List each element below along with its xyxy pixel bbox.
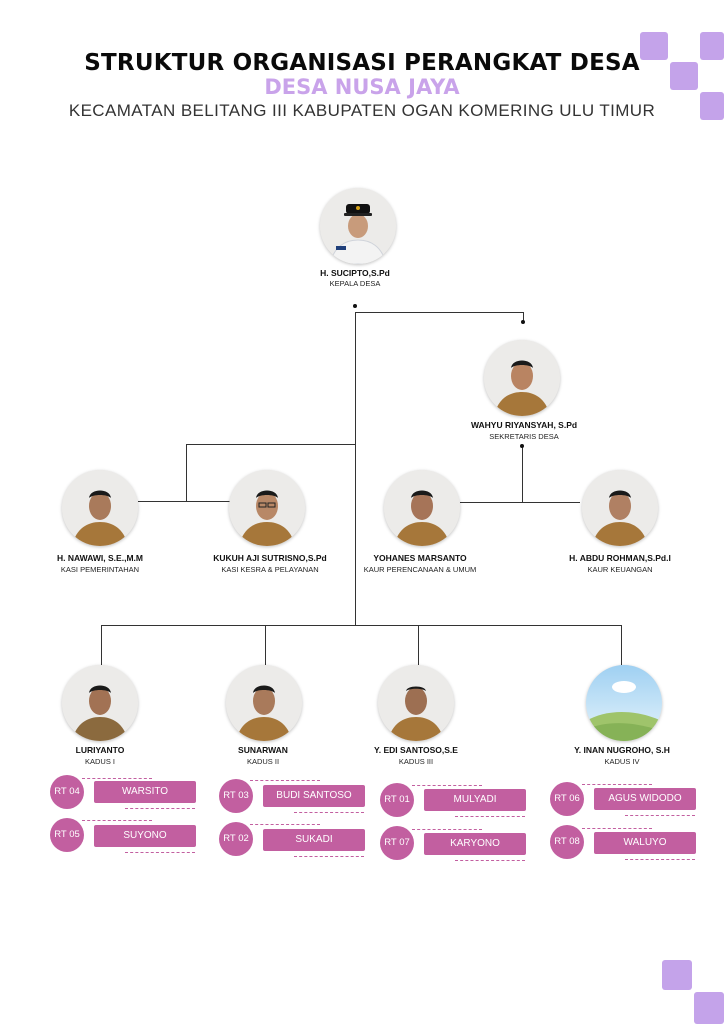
person-name: WAHYU RIYANSYAH, S.Pd: [470, 420, 578, 430]
person-role: KAUR KEUANGAN: [587, 565, 653, 574]
person-role: KASI KESRA & PELAYANAN: [221, 565, 319, 574]
divider: [625, 859, 695, 860]
divider: [125, 808, 195, 809]
portrait-kadus-1: [62, 665, 138, 741]
page-title: STRUKTUR ORGANISASI PERANGKAT DESA: [84, 50, 640, 76]
rt-leader-name: AGUS WIDODO: [594, 788, 696, 810]
person-name: KUKUH AJI SUTRISNO,S.Pd: [213, 553, 327, 563]
landscape-placeholder-icon: [586, 665, 662, 741]
divider: [412, 785, 482, 786]
divider: [82, 778, 152, 779]
divider: [582, 828, 652, 829]
person-role: KASI PEMERINTAHAN: [60, 565, 140, 574]
portrait-kaur-keuangan: [582, 470, 658, 546]
person-avatar-icon: [320, 188, 396, 264]
rt-badge: RT 03: [219, 779, 253, 813]
person-avatar-icon: [378, 665, 454, 741]
person-role: KADUS I: [84, 757, 115, 766]
divider: [82, 820, 152, 821]
divider: [582, 784, 652, 785]
rt-leader-name: WALUYO: [594, 832, 696, 854]
divider: [125, 852, 195, 853]
person-name: SUNARWAN: [238, 745, 288, 755]
divider: [455, 816, 525, 817]
divider: [455, 860, 525, 861]
portrait-kaur-perencanaan: [384, 470, 460, 546]
person-name: YOHANES MARSANTO: [373, 553, 467, 563]
divider: [294, 812, 364, 813]
person-role: KADUS III: [398, 757, 434, 766]
portrait-kadus-2: [226, 665, 302, 741]
rt-leader-name: SUYONO: [94, 825, 196, 847]
portrait-kadus-3: [378, 665, 454, 741]
divider: [250, 824, 320, 825]
portrait-kepala-desa: [320, 188, 396, 264]
person-avatar-icon: [582, 470, 658, 546]
rt-leader-name: KARYONO: [424, 833, 526, 855]
page-subtitle: DESA NUSA JAYA: [264, 75, 460, 99]
rt-badge: RT 04: [50, 775, 84, 809]
person-name: Y. INAN NUGROHO, S.H: [574, 745, 670, 755]
portrait-kasi-kesra: [229, 470, 305, 546]
person-role: KAUR PERENCANAAN & UMUM: [363, 565, 477, 574]
rt-badge: RT 08: [550, 825, 584, 859]
rt-badge: RT 07: [380, 826, 414, 860]
person-avatar-icon: [384, 470, 460, 546]
divider: [625, 815, 695, 816]
rt-badge: RT 02: [219, 822, 253, 856]
portrait-kadus-4: [586, 665, 662, 741]
rt-badge: RT 01: [380, 783, 414, 817]
divider: [250, 780, 320, 781]
divider: [294, 856, 364, 857]
rt-leader-name: BUDI SANTOSO: [263, 785, 365, 807]
rt-leader-name: WARSITO: [94, 781, 196, 803]
rt-badge: RT 05: [50, 818, 84, 852]
person-name: H. NAWAWI, S.E.,M.M: [57, 553, 143, 563]
rt-badge: RT 06: [550, 782, 584, 816]
person-role: KEPALA DESA: [329, 279, 381, 288]
person-avatar-icon: [229, 470, 305, 546]
person-avatar-icon: [226, 665, 302, 741]
person-role: SEKRETARIS DESA: [489, 432, 559, 441]
person-avatar-icon: [484, 340, 560, 416]
person-avatar-icon: [62, 470, 138, 546]
person-avatar-icon: [62, 665, 138, 741]
person-name: Y. EDI SANTOSO,S.E: [374, 745, 458, 755]
rt-leader-name: SUKADI: [263, 829, 365, 851]
person-role: KADUS II: [246, 757, 280, 766]
person-name: LURIYANTO: [75, 745, 125, 755]
portrait-kasi-pemerintahan: [62, 470, 138, 546]
person-role: KADUS IV: [604, 757, 640, 766]
person-name: H. SUCIPTO,S.Pd: [320, 268, 390, 278]
rt-leader-name: MULYADI: [424, 789, 526, 811]
divider: [412, 829, 482, 830]
region-text: KECAMATAN BELITANG III KABUPATEN OGAN KO…: [68, 101, 656, 120]
person-name: H. ABDU ROHMAN,S.Pd.I: [569, 553, 671, 563]
portrait-sekretaris-desa: [484, 340, 560, 416]
